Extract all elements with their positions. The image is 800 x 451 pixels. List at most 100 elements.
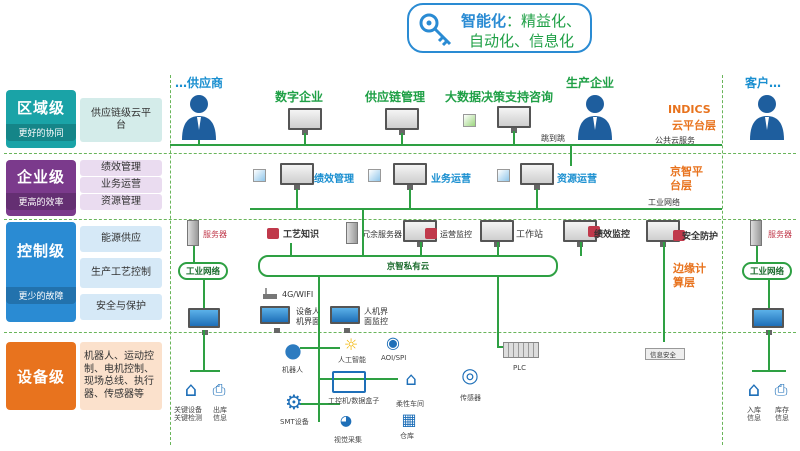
cloud-vertical-supply xyxy=(401,133,403,146)
smart-label: 智能化 xyxy=(461,12,507,30)
perf-mgmt-label: 绩效管理 xyxy=(314,174,354,185)
cloud-bus-line xyxy=(170,144,722,146)
sub-enterprise-1: 绩效管理 xyxy=(80,160,162,176)
wifi-label: 4G/WIFI xyxy=(282,290,314,299)
supplier-label: …供应商 xyxy=(175,76,224,90)
enterprise-bus-line xyxy=(250,208,722,210)
cloud-vertical-digital xyxy=(304,133,306,146)
security-label: 安全防护 xyxy=(682,232,719,242)
info-security-label: 信息安全 xyxy=(650,351,676,359)
warehouse-icon: ▦ xyxy=(401,409,417,429)
vision-label: 视觉采集 xyxy=(334,436,362,444)
ops-monitor-icon xyxy=(425,228,437,239)
perf-monitor-label: 绩效监控 xyxy=(594,230,631,240)
server-left-label: 服务器 xyxy=(203,230,227,239)
warehouse-label: 仓库 xyxy=(400,432,414,440)
device-bus xyxy=(318,306,320,422)
in-info-label: 入库信息 xyxy=(747,406,761,423)
workshop-label: 柔性车间 xyxy=(396,400,424,408)
right-device-h xyxy=(752,370,786,372)
supply-chain-label: 供应链管理 xyxy=(365,90,426,104)
redundant-server-label: 冗余服务器 xyxy=(362,230,402,239)
separator-vertical-left xyxy=(170,75,171,445)
ipc-label: 工控机/数据盒子 xyxy=(328,397,380,405)
hmi-monitor xyxy=(330,306,360,333)
plc-rack xyxy=(503,342,539,358)
cloud-vertical-bigdata xyxy=(513,131,515,146)
server-left xyxy=(187,220,199,246)
jingzhi-platform-label: 京智平台层 xyxy=(670,165,703,192)
ctl-v-4 xyxy=(497,242,499,256)
right-control-monitor xyxy=(752,308,784,335)
sub-enterprise-2: 业务运营 xyxy=(80,177,162,193)
sub-control-3: 安全与保护 xyxy=(80,294,162,320)
server-right xyxy=(750,220,762,246)
ctl-v-5 xyxy=(580,242,582,256)
ent-v-1 xyxy=(296,189,298,209)
info-security-box xyxy=(645,348,685,360)
right-printer-icon: ⎙ xyxy=(774,380,788,399)
vision-camera-icon: ◕ xyxy=(339,413,353,429)
edge-layer-label: 边缘计算层 xyxy=(673,262,706,289)
ctl-v-net-left xyxy=(203,280,205,310)
sub-device: 机器人、运动控制、电机控制、现场总线、执行器、传感器等 xyxy=(80,342,162,410)
ai-label: 人工智能 xyxy=(338,356,366,364)
ipc-laptop-icon xyxy=(332,371,366,393)
key-equip-label: 关键设备关键检测 xyxy=(174,406,202,423)
robot-icon: ● xyxy=(284,338,302,362)
smt-gear-icon: ⚙ xyxy=(285,390,303,414)
supplier-person-icon xyxy=(182,95,216,140)
stock-info-label: 库存信息 xyxy=(775,406,789,423)
business-monitor xyxy=(393,163,427,190)
wifi-router-icon xyxy=(263,288,277,299)
right-device-v xyxy=(768,330,770,370)
cloud-vertical-left xyxy=(198,140,200,146)
separator-3 xyxy=(4,332,796,333)
customer-label: 客户… xyxy=(745,76,782,90)
left-device-h xyxy=(190,370,220,372)
ctl-v-net-right xyxy=(768,280,770,310)
server-right-label: 服务器 xyxy=(768,230,792,239)
bigdata-box-icon xyxy=(463,114,476,127)
aoi-label: AOI/SPI xyxy=(381,354,407,362)
out-info-label: 出库信息 xyxy=(213,406,227,423)
bigdata-label: 大数据决策支持咨询 xyxy=(445,90,554,104)
key-icon xyxy=(419,13,452,47)
workstation-monitor xyxy=(480,220,514,247)
left-home-icon: ⌂ xyxy=(184,377,198,401)
digital-enterprise-monitor xyxy=(288,108,322,135)
business-box-icon xyxy=(368,169,381,182)
robot-label: 机器人 xyxy=(282,366,303,374)
resource-box-icon xyxy=(497,169,510,182)
ctl-v-1 xyxy=(290,243,292,256)
separator-1 xyxy=(4,153,796,154)
level-device: 设备级 xyxy=(6,342,76,410)
level-control: 控制级 更少的故障 xyxy=(6,222,76,322)
process-knowledge-label: 工艺知识 xyxy=(283,230,320,240)
plc-label: PLC xyxy=(513,364,527,372)
industrial-net-left: 工业网络 xyxy=(178,262,228,280)
right-home-icon: ⌂ xyxy=(747,377,761,401)
industrial-net-right: 工业网络 xyxy=(742,262,792,280)
device-h-3 xyxy=(300,403,340,405)
cloud-vertical-down xyxy=(570,144,572,166)
redundant-server xyxy=(346,222,358,244)
ai-icon: ☼ xyxy=(343,334,359,354)
public-cloud-label: 公共云服务 xyxy=(655,136,695,145)
customer-person-icon xyxy=(750,95,784,140)
resource-monitor xyxy=(520,163,554,190)
left-control-monitor xyxy=(188,308,220,335)
device-hmi-label: 设备人机界面 xyxy=(296,307,320,326)
smart-badge: 智能化：精益化、 自动化、信息化 xyxy=(407,3,592,53)
workshop-icon: ⌂ xyxy=(405,368,417,390)
resource-ops-label: 资源运营 xyxy=(557,174,597,185)
security-icon xyxy=(673,230,685,241)
device-h-1 xyxy=(300,347,340,349)
private-cloud-bus: 京智私有云 xyxy=(258,255,558,277)
production-person-icon xyxy=(578,95,612,140)
cloud-layer-label: 云平台层 xyxy=(672,119,716,132)
enterprise-net-label: 工业网络 xyxy=(648,198,680,207)
ctl-v-server-left xyxy=(193,246,195,262)
device-h-2 xyxy=(318,378,398,380)
smart-rest-1: ：精益化、 xyxy=(506,12,582,30)
